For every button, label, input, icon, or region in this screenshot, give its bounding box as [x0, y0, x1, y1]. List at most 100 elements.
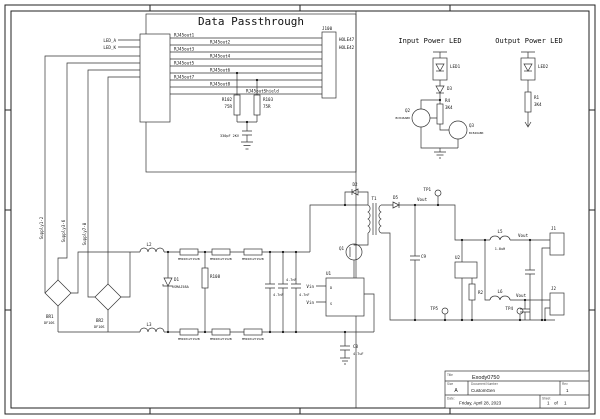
ferrite-bead-value: MMZ2012Y152B [210, 337, 232, 341]
d1-value: SMAJ58A [174, 285, 190, 289]
net-label-rj45out7: RJ45out7 [174, 75, 195, 80]
title-block-title-label: Title [447, 373, 453, 377]
net-label-vout: Vout [516, 293, 527, 298]
r4-ref: R4 [445, 98, 451, 103]
net-label-rj45out3: RJ45out3 [174, 47, 195, 52]
ferrite-bead-symbol [179, 328, 199, 336]
d2-ref: D2 [352, 182, 358, 187]
resistor-r103-symbol [253, 94, 261, 116]
bridge-output-wires [57, 251, 140, 333]
c9-ref: C9 [421, 254, 427, 259]
r2-ref: R2 [478, 290, 484, 295]
r1-ref: R1 [534, 95, 540, 100]
br1-ref: BR1 [46, 314, 54, 319]
ferrite-bead-value: MMZ2012Y152B [210, 257, 232, 261]
title-block-date-label: Date: [447, 397, 455, 401]
ferrite-bead-symbol [211, 248, 231, 256]
title-block-sheet-label: Sheet [542, 397, 550, 401]
r108-ref: R108 [210, 274, 221, 279]
bus-capacitors [265, 252, 301, 332]
title-block-sheet-total: 1 [564, 401, 567, 406]
output-led-circuit [520, 51, 536, 128]
mosfet-q1 [345, 233, 369, 278]
top-rail-filter [139, 204, 368, 256]
title-block-size-label: Size [447, 382, 453, 386]
title-block-of-label: of [554, 401, 559, 406]
test-point-tp4 [516, 307, 524, 320]
bridge-rectifier-br1 [44, 279, 72, 307]
feedback-opto-u2 [454, 240, 478, 320]
data-passthrough-title: Data Passthrough [198, 15, 304, 28]
test-point-tp5 [441, 307, 449, 320]
net-label-supply-1-2: Supply1-2 [39, 216, 44, 239]
j2-ref: J2 [551, 286, 557, 291]
j1-ref: J1 [551, 226, 557, 231]
q2-ref: Q2 [405, 108, 411, 113]
net-label-rj45out4: RJ45out4 [210, 54, 231, 59]
led1-symbol [432, 57, 448, 81]
ferrite-bead-value: MMZ2012Y152B [242, 337, 264, 341]
junction-dots [166, 71, 547, 334]
net-label-vout: Vout [518, 233, 529, 238]
net-label-shield: RJ45outShield [246, 89, 279, 94]
y-cap-value: 4.7nF [299, 293, 310, 297]
resistor-r4-symbol [436, 103, 444, 125]
input-led-title: Input Power LED [398, 37, 461, 45]
connector-j2 [544, 292, 565, 320]
q3-ref: Q3 [469, 123, 475, 128]
br2-value: DF10S [94, 325, 105, 329]
ferrite-bead-symbol [179, 248, 199, 256]
net-label-rj45out2: RJ45out2 [210, 40, 231, 45]
bleeder-resistor-r108 [201, 252, 209, 332]
net-label-vout: Vout [417, 197, 428, 202]
title-block-sheet-number: 1 [547, 401, 550, 406]
title-block-doc-label: Document Number [471, 382, 499, 386]
title-block-date: Friday, April 28, 2023 [459, 401, 502, 406]
tvs-diode-d1 [162, 252, 174, 332]
output-rectifier-d5 [381, 201, 415, 209]
net-label-vin: Vin [306, 300, 314, 305]
tp4-ref: TP4 [505, 306, 513, 311]
title-block [444, 370, 590, 409]
ferrite-bead-value: MMZ2012Y152B [242, 257, 264, 261]
c100-value: 330pF 2KV [220, 134, 240, 138]
border-tick-marks [5, 5, 595, 414]
net-label-rj45out1: RJ45out1 [174, 33, 195, 38]
u1-pin-s: S [330, 302, 332, 306]
r102-ref: R102 [222, 97, 233, 102]
net-label-supply-7-8: Supply7-8 [82, 222, 87, 245]
l5-ref: L5 [497, 229, 503, 234]
snubber-diode-d2 [344, 188, 369, 205]
tp5-ref: TP5 [430, 306, 438, 311]
l5-value: 1.0uH [495, 247, 506, 251]
ferrite-bead-symbol [243, 328, 263, 336]
r4-value: 3K4 [445, 105, 453, 110]
bottom-rail-filter [139, 327, 374, 336]
title-block-rev-label: Rev [562, 382, 568, 386]
q1-ref: Q1 [339, 246, 345, 251]
d3-ref: D3 [447, 86, 453, 91]
j100-ref: J100 [322, 26, 333, 31]
t1-ref: T1 [371, 196, 377, 201]
br1-value: DF10S [44, 321, 55, 325]
l6-ref: L6 [497, 289, 503, 294]
tp1-ref: TP1 [423, 187, 431, 192]
title-block-rev: 1 [566, 388, 569, 393]
output-cap-c9 [410, 205, 420, 320]
led2-ref: LED2 [538, 64, 549, 69]
c8-ref: C8 [353, 344, 359, 349]
led2-symbol [520, 57, 536, 81]
diode-d3-symbol [435, 85, 445, 94]
transistor-q3-symbol [448, 120, 468, 140]
connector-j100 [321, 31, 337, 99]
net-label-rj45out5: RJ45out5 [174, 61, 195, 66]
inductor-l5-symbol [489, 235, 511, 241]
l3-ref: L3 [146, 322, 152, 327]
ferrite-bead-value: MMZ2012Y152B [178, 257, 200, 261]
title-block-doc-number: CustomGen [471, 388, 496, 393]
l2-ref: L2 [146, 242, 152, 247]
u1-ref: U1 [326, 271, 332, 276]
ferrite-bead-symbol [243, 248, 263, 256]
rj45-to-connector-wires [170, 37, 322, 95]
